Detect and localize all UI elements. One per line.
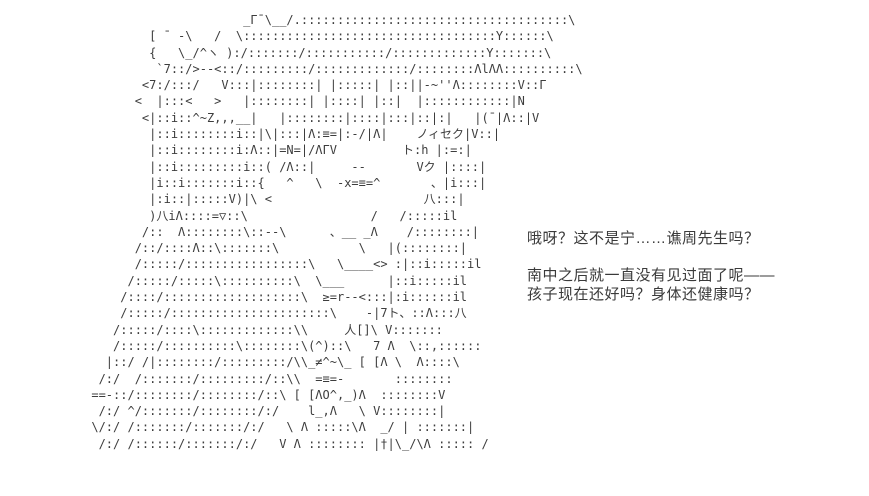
dialogue-paragraph-2: 南中之后就一直没有见过面了呢—— 孩子现在还好吗？身体还健康吗？ [527, 266, 775, 304]
dialogue-line-2: 南中之后就一直没有见过面了呢—— [527, 267, 776, 284]
dialogue-line-1: 哦呀？这不是宁……谯周先生吗？ [527, 230, 760, 247]
dialogue-text-block: 哦呀？这不是宁……谯周先生吗？ 南中之后就一直没有见过面了呢—— 孩子现在还好吗… [527, 229, 775, 304]
dialogue-line-3: 孩子现在还好吗？身体还健康吗？ [527, 286, 760, 303]
ascii-art-character: _Γ¯\__/.::::::::::::::::::::::::::::::::… [91, 13, 583, 451]
dialogue-paragraph-1: 哦呀？这不是宁……谯周先生吗？ [527, 229, 775, 248]
